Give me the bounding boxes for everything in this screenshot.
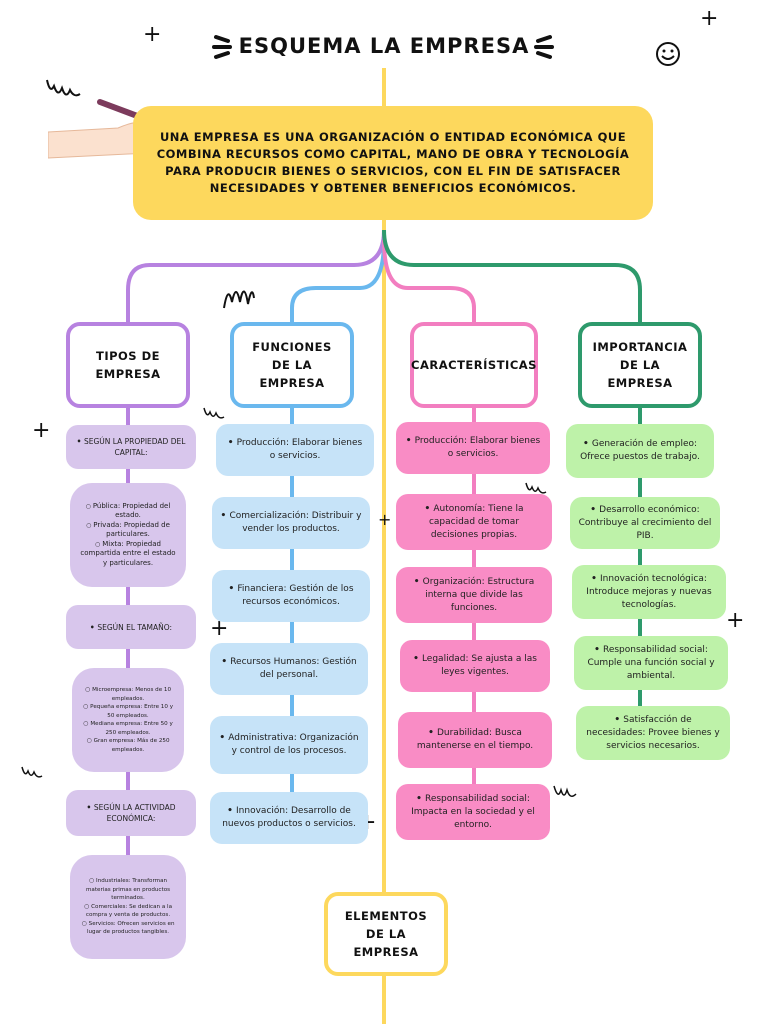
funcion-item: Administrativa: Organización y control d… [210,716,368,774]
funcion-item: Financiera: Gestión de los recursos econ… [212,570,370,622]
plus-icon: + [32,418,51,443]
scribble-icon [20,764,46,784]
scribble-icon [44,76,84,106]
importancia-item: Satisfacción de necesidades: Provee bien… [576,706,730,760]
list-item: Mediana empresa: Entre 50 y 250 empleado… [80,720,176,737]
importancia-item: Responsabilidad social: Cumple una funci… [574,636,728,690]
caracteristica-item: Responsabilidad social: Impacta en la so… [396,784,550,840]
tipos-group-label: SEGÚN LA ACTIVIDAD ECONÓMICA: [66,790,196,836]
header-funciones: FUNCIONES DE LA EMPRESA [230,322,354,408]
header-caracteristicas: CARACTERÍSTICAS [410,322,538,408]
list-item: Microempresa: Menos de 10 empleados. [80,686,176,703]
caracteristica-item: Organización: Estructura interna que div… [396,567,552,623]
funcion-item: Comercialización: Distribuir y vender lo… [212,497,370,549]
tipos-group-label: SEGÚN EL TAMAÑO: [66,605,196,649]
list-item: Servicios: Ofrecen servicios en lugar de… [78,920,178,937]
title-right-deco-icon [532,32,554,66]
header-importancia: IMPORTANCIA DE LA EMPRESA [578,322,702,408]
tipos-group-items: Pública: Propiedad del estado. Privada: … [70,483,186,587]
plus-icon: + [726,608,745,633]
funcion-item: Producción: Elaborar bienes o servicios. [216,424,374,476]
scribble-icon [524,480,550,500]
title-left-deco-icon [212,32,234,66]
list-item: Industriales: Transforman materias prima… [78,877,178,903]
page-title: ESQUEMA LA EMPRESA [238,34,530,58]
scribble-icon [202,405,228,425]
list-item: Gran empresa: Más de 250 empleados. [80,737,176,754]
importancia-item: Desarrollo económico: Contribuye al crec… [570,497,720,549]
list-item: Comerciales: Se dedican a la compra y ve… [78,903,178,920]
caracteristica-item: Autonomía: Tiene la capacidad de tomar d… [396,494,552,550]
tipos-group-label: SEGÚN LA PROPIEDAD DEL CAPITAL: [66,425,196,469]
definition-box: UNA EMPRESA ES UNA ORGANIZACIÓN O ENTIDA… [133,106,653,220]
caracteristica-item: Legalidad: Se ajusta a las leyes vigente… [400,640,550,692]
importancia-item: Generación de empleo: Ofrece puestos de … [566,424,714,478]
header-tipos: TIPOS DE EMPRESA [66,322,190,408]
header-elementos: ELEMENTOS DE LA EMPRESA [324,892,448,976]
plus-icon: + [210,616,229,641]
list-item: Pequeña empresa: Entre 10 y 50 empleados… [80,703,176,720]
caracteristica-item: Producción: Elaborar bienes o servicios. [396,422,550,474]
tipos-group-items: Microempresa: Menos de 10 empleados. Peq… [72,668,184,772]
plus-icon: + [378,510,392,529]
funcion-item: Innovación: Desarrollo de nuevos product… [210,792,368,844]
plus-icon: + [143,22,162,47]
tipos-group-items: Industriales: Transforman materias prima… [70,855,186,959]
caracteristica-item: Durabilidad: Busca mantenerse en el tiem… [398,712,552,768]
smiley-icon [654,40,682,72]
list-item: Privada: Propiedad de particulares. [78,521,178,540]
plus-icon: + [700,6,719,31]
scribble-icon [222,278,256,316]
scribble-icon [552,782,578,806]
list-item: Mixta: Propiedad compartida entre el est… [78,540,178,569]
funcion-item: Recursos Humanos: Gestión del personal. [210,643,368,695]
importancia-item: Innovación tecnológica: Introduce mejora… [572,565,726,619]
list-item: Pública: Propiedad del estado. [78,502,178,521]
